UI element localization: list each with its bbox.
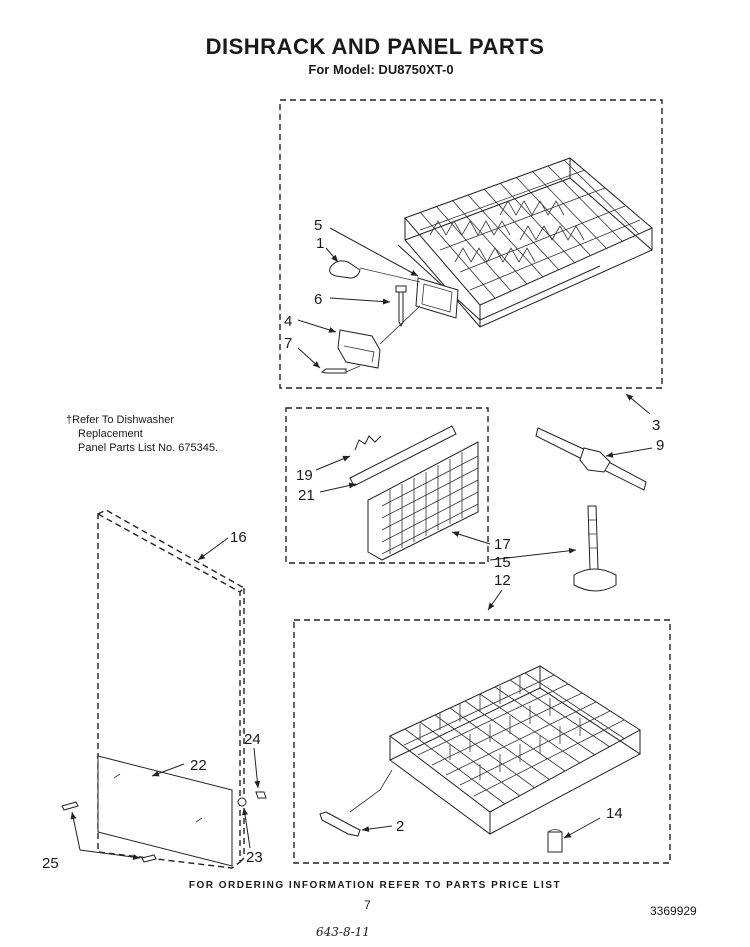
lower-dishrack xyxy=(319,665,641,853)
callout-12: 12 xyxy=(494,572,511,589)
callout-7: 7 xyxy=(284,335,292,352)
upper-dishrack xyxy=(397,157,653,328)
note-line-1: †Refer To Dishwasher xyxy=(66,414,175,426)
callout-9: 9 xyxy=(656,437,664,454)
callout-2: 2 xyxy=(396,818,404,835)
page-title: DISHRACK AND PANEL PARTS xyxy=(205,34,545,59)
callout-17: 17 xyxy=(494,536,511,553)
callout-5: 5 xyxy=(314,217,322,234)
handwritten-note: 643-8-11 xyxy=(316,925,370,939)
part-6-screw xyxy=(395,285,407,328)
panel-box xyxy=(285,407,489,564)
part-24-nut xyxy=(255,791,267,799)
part-22-kick-plate xyxy=(97,755,233,867)
callout-22: 22 xyxy=(190,757,207,774)
part-19-spring xyxy=(354,435,382,451)
callout-16: 16 xyxy=(230,529,247,546)
part-1-clip xyxy=(329,260,361,279)
note-line-3: Panel Parts List No. 675345. xyxy=(78,442,219,454)
leader-lines xyxy=(70,227,653,861)
part-17-panel xyxy=(367,441,479,561)
callout-6: 6 xyxy=(314,291,322,308)
part-7-pin xyxy=(320,368,347,374)
callout-23: 23 xyxy=(246,849,263,866)
part-2-roller xyxy=(319,811,361,837)
document-number: 3369929 xyxy=(650,904,697,918)
callout-3: 3 xyxy=(652,417,660,434)
part-25-screw-b xyxy=(141,854,157,863)
replacement-note: †Refer To Dishwasher Replacement Panel P… xyxy=(66,413,218,455)
callout-4: 4 xyxy=(284,313,292,330)
callout-15: 15 xyxy=(494,554,511,571)
model-subtitle: For Model: DU8750XT-0 xyxy=(308,62,454,77)
door-panel xyxy=(61,509,267,869)
rack-adjuster-parts xyxy=(320,260,459,374)
part-5-bracket xyxy=(415,277,459,319)
callout-numbers: 5 1 6 4 7 3 9 19 21 17 15 12 16 22 24 23… xyxy=(42,217,664,872)
spray-arm-assembly xyxy=(535,427,647,592)
upper-rack-box xyxy=(279,99,663,389)
part-25-screw-a xyxy=(61,801,79,811)
control-panel-parts xyxy=(349,425,479,561)
callout-24: 24 xyxy=(244,731,261,748)
callout-14: 14 xyxy=(606,805,623,822)
callout-1: 1 xyxy=(316,235,324,252)
callout-19: 19 xyxy=(296,467,313,484)
callout-25: 25 xyxy=(42,855,59,872)
part-23-washer xyxy=(237,797,247,807)
callout-21: 21 xyxy=(298,487,315,504)
part-25-screws-holes xyxy=(113,773,203,823)
ordering-footer: FOR ORDERING INFORMATION REFER TO PARTS … xyxy=(188,880,562,891)
page-number: 7 xyxy=(364,898,371,912)
part-14-stud xyxy=(547,831,563,853)
note-line-2: Replacement xyxy=(78,428,143,440)
part-15-spray-tower xyxy=(587,505,599,571)
